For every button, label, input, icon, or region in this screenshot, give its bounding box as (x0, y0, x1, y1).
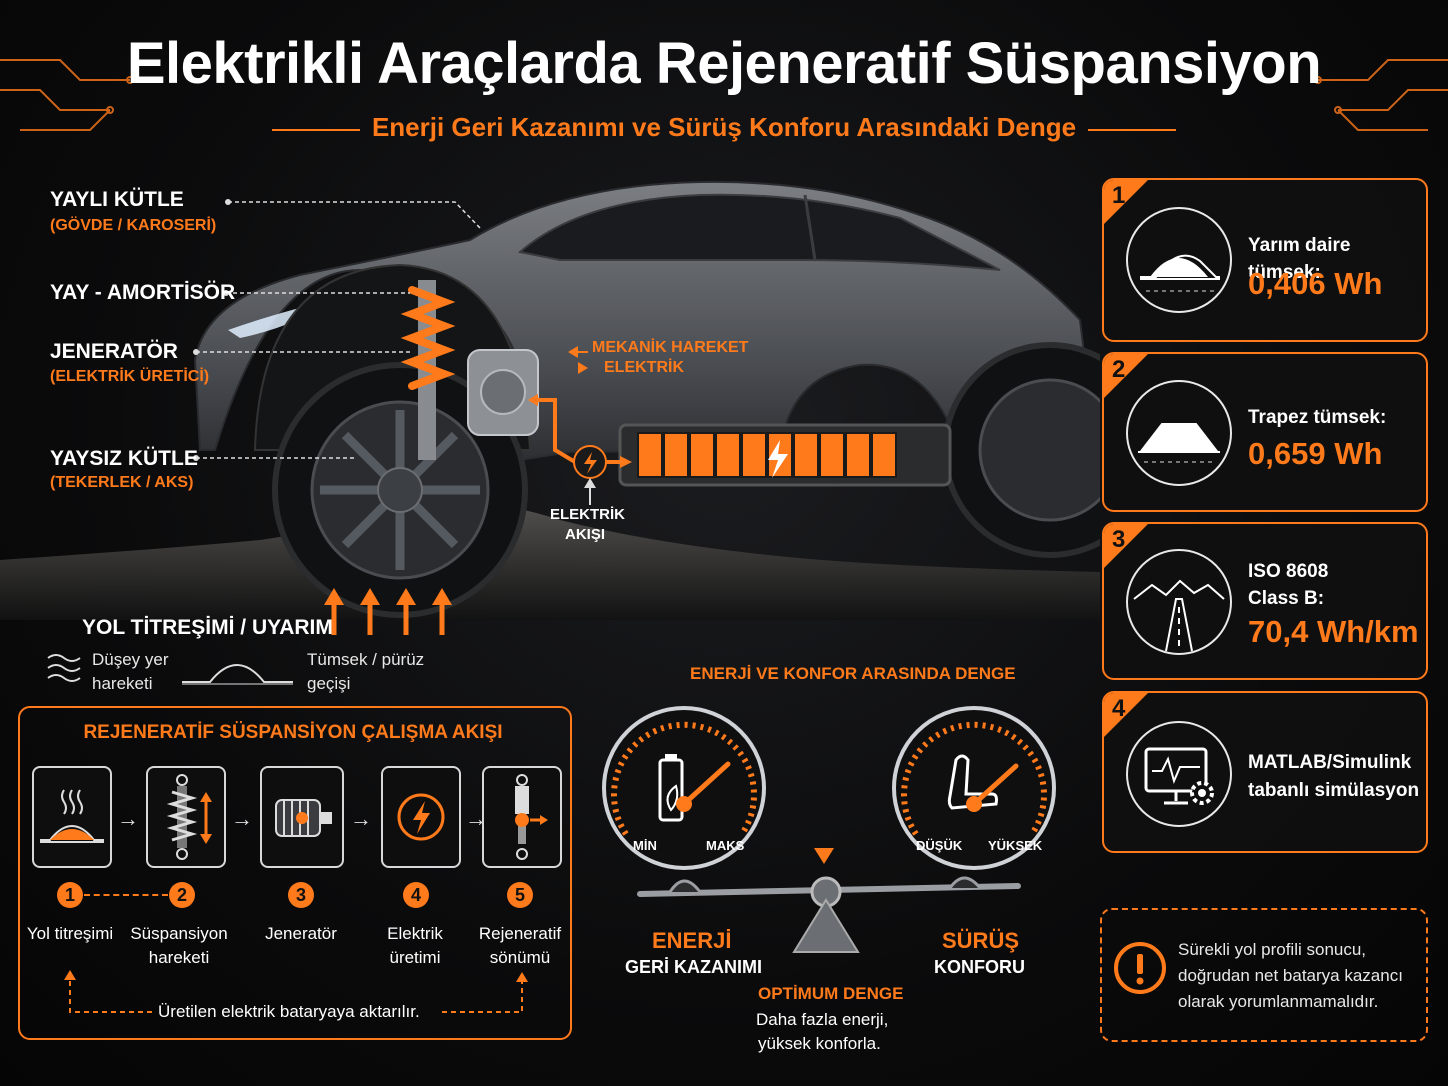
step-label: Jeneratör (265, 924, 337, 943)
label-generator: JENERATÖR (50, 340, 178, 363)
card-value: 70,4 Wh/km (1248, 614, 1419, 649)
gauge-max-label: MAKS (706, 838, 745, 853)
label-electric: ELEKTRİK (604, 359, 684, 376)
result-card-2: 2 Trapez tümsek: 0,659 Wh (1102, 352, 1428, 512)
bump-transit-line1: Tümsek / pürüz (307, 650, 425, 669)
vertical-motion-line1: Düşey yer (92, 650, 169, 669)
label-unsprung-mass: YAYSIZ KÜTLE (50, 447, 198, 470)
workflow-title: REJENERATİF SÜSPANSİYON ÇALIŞMA AKIŞI (83, 722, 503, 743)
comfort-title: SÜRÜŞ (942, 928, 1020, 953)
flow-arrow-1: → (117, 806, 139, 831)
card-number: 4 (1112, 695, 1126, 722)
page-subtitle: Enerji Geri Kazanımı ve Sürüş Konforu Ar… (371, 112, 1077, 142)
gauge-low-label: DÜŞÜK (916, 838, 963, 853)
page-title: Elektrikli Araçlarda Rejeneratif Süspans… (126, 31, 1322, 96)
card-value: 0,659 Wh (1248, 436, 1383, 471)
energy-title: ENERJİ (652, 928, 732, 953)
flow-arrow-3: → (350, 806, 372, 831)
label-unsprung-mass-sub: (TEKERLEK / AKS) (50, 474, 194, 491)
card-label-2: tabanlı simülasyon (1248, 780, 1420, 801)
card-number: 3 (1112, 526, 1126, 553)
gauge-min-label: MİN (633, 838, 657, 853)
flow-arrow-2: → (231, 806, 253, 831)
gauge-high-label: YÜKSEK (988, 838, 1043, 853)
circuit-decoration-left (0, 59, 134, 131)
step-label: Rejeneratif (478, 924, 562, 943)
monitor-gear-icon (1126, 721, 1232, 827)
comfort-subtitle: KONFORU (934, 957, 1025, 977)
label-electric-flow-1: ELEKTRİK (550, 506, 625, 523)
result-card-4: 4 MATLAB/Simulink tabanlı simülasyon (1102, 691, 1428, 853)
vertical-motion-line2: hareketi (92, 674, 153, 693)
subtitle-line-left (272, 129, 360, 131)
balance-title: ENERJİ VE KONFOR ARASINDA DENGE (690, 664, 1016, 683)
circuit-decoration-right (1314, 59, 1448, 131)
generator-icon (260, 766, 344, 868)
warning-line3: olarak yorumlanmamalıdır. (1178, 992, 1379, 1011)
bump-curve-icon (182, 664, 293, 685)
wave-icon (47, 654, 81, 682)
road-surface (0, 502, 1100, 620)
road-vibration-icon (32, 766, 112, 868)
battery-return-arrow (64, 970, 528, 1013)
step-number: 1 (57, 882, 83, 908)
step-number: 4 (403, 882, 429, 908)
shock-absorber-icon (146, 766, 226, 868)
warning-icon (1114, 942, 1166, 994)
warning-box (1100, 908, 1428, 1042)
step-label: Süspansiyon (130, 924, 228, 943)
card-label-1: MATLAB/Simulink (1248, 752, 1412, 773)
label-sprung-mass: YAYLI KÜTLE (50, 188, 184, 211)
workflow-footer: Üretilen elektrik bataryaya aktarılır. (158, 1002, 420, 1021)
card-number: 2 (1112, 356, 1126, 383)
card-value: 0,406 Wh (1248, 266, 1383, 301)
energy-subtitle: GERİ KAZANIMI (625, 957, 762, 977)
step-label: Elektrik (387, 924, 443, 943)
card-label-1: ISO 8608 (1248, 561, 1329, 582)
optimum-line2: yüksek konforla. (758, 1034, 881, 1053)
step-number: 2 (169, 882, 195, 908)
comfort-gauge (892, 706, 1056, 870)
car-window (517, 193, 1001, 271)
step-connector (84, 894, 168, 896)
step-number: 3 (288, 882, 314, 908)
card-number: 1 (1112, 182, 1126, 209)
warning-line1: Sürekli yol profili sonucu, (1178, 940, 1367, 959)
step-label: Yol titreşimi (26, 924, 114, 943)
damper-icon (482, 766, 562, 868)
card-label: Trapez tümsek: (1248, 407, 1387, 428)
car-illustration (0, 180, 1100, 635)
label-mechanical-motion: MEKANİK HAREKET (592, 339, 749, 356)
road-profile-icon (1126, 549, 1232, 655)
warning-line2: doğrudan net batarya kazancı (1178, 966, 1403, 985)
step-number: 5 (507, 882, 533, 908)
result-card-1: 1 Yarım daire tümsek: 0,406 Wh (1102, 178, 1428, 342)
flow-arrow-4: → (465, 806, 487, 831)
balance-scale (637, 848, 1021, 953)
step-label: üretimi (389, 948, 441, 967)
label-electric-flow-2: AKIŞI (565, 526, 606, 543)
card-label: Yarım daire tümsek: (1248, 235, 1351, 283)
optimum-title: OPTİMUM DENGE (758, 984, 904, 1003)
card-label-2: Class B: (1248, 588, 1325, 609)
step-label: hareketi (148, 948, 210, 967)
workflow-panel (18, 706, 572, 1040)
subtitle-line-right (1088, 129, 1176, 131)
road-vibration-title: YOL TİTREŞİMİ / UYARIM (82, 616, 333, 639)
half-circle-bump-icon (1126, 207, 1232, 313)
optimum-line1: Daha fazla enerji, (756, 1010, 889, 1029)
energy-gauge (602, 706, 766, 870)
step-label: sönümü (489, 948, 551, 967)
trapezoid-bump-icon (1126, 380, 1232, 486)
label-generator-sub: (ELEKTRİK ÜRETİCİ) (50, 368, 210, 385)
coil-spring (400, 286, 456, 390)
lightning-icon (381, 766, 461, 868)
bump-transit-line2: geçişi (307, 674, 351, 693)
label-sprung-mass-sub: (GÖVDE / KAROSERİ) (50, 217, 217, 234)
label-spring-damper: YAY - AMORTİSÖR (50, 281, 236, 304)
result-card-3: 3 ISO 8608 Class B: 70,4 Wh/km (1102, 522, 1428, 680)
